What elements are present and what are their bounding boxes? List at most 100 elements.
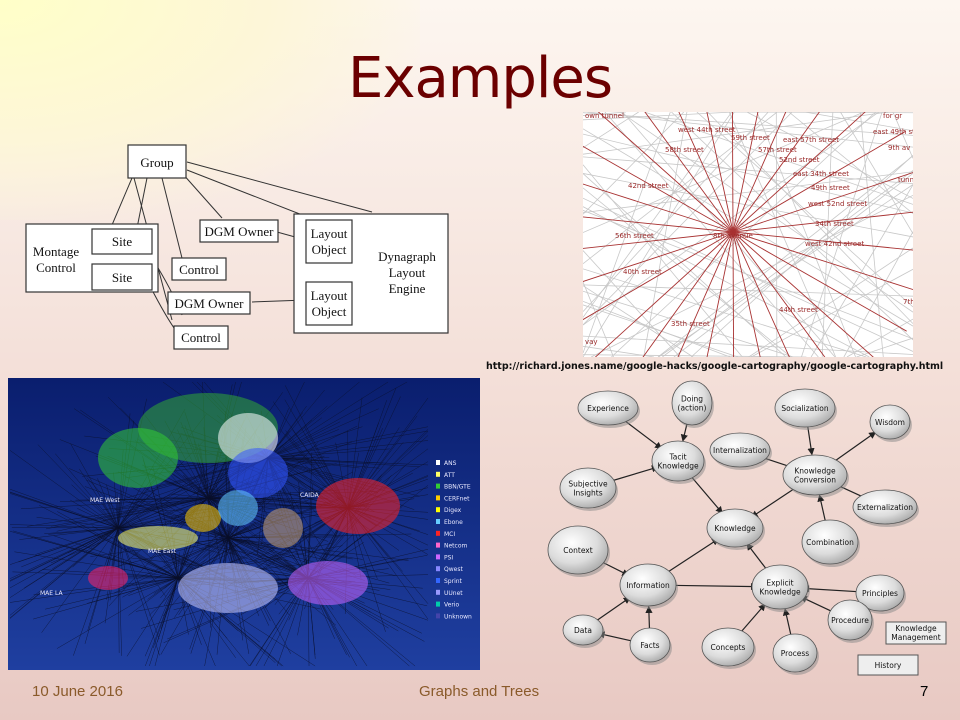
net-edge [200, 490, 309, 579]
net-edge [9, 577, 179, 603]
street-line-grey [583, 112, 671, 354]
street-line-grey [859, 112, 884, 357]
street-line-red [583, 183, 734, 233]
net-edge [117, 522, 190, 529]
dgm-layout-node-1 [305, 219, 353, 264]
km-button[interactable] [885, 621, 947, 645]
street-label: west 44th street [678, 126, 736, 134]
street-label: 44th street [779, 306, 818, 314]
net-edge [71, 484, 119, 529]
net-edge [45, 497, 209, 530]
street-line-grey [746, 112, 913, 199]
net-edge [86, 477, 179, 579]
street-line-red [732, 112, 820, 233]
street-line-grey [590, 194, 913, 357]
km-node-concepts [701, 627, 755, 667]
net-edge [39, 505, 179, 579]
net-edge [227, 537, 337, 626]
km-node-label: Internalization [713, 446, 767, 455]
legend-item: Verio [444, 602, 459, 609]
net-cluster [178, 563, 278, 613]
street-line-grey [583, 171, 913, 214]
street-label: 8th avenue [713, 232, 753, 240]
street-label: tunn [898, 176, 913, 184]
km-node-label: Knowledge [759, 588, 801, 597]
net-edge [144, 577, 179, 657]
net-edge [35, 527, 119, 555]
street-label: 49th street [811, 184, 850, 192]
street-line-grey [748, 247, 913, 357]
legend-swatch [436, 519, 440, 524]
net-edge [177, 531, 221, 579]
km-edge [690, 475, 723, 514]
history-button[interactable] [857, 654, 919, 676]
legend-swatch [436, 495, 440, 501]
dgm-engine-label-1: Dynagraph [378, 249, 436, 264]
legend-swatch [436, 530, 440, 536]
street-line-red [732, 231, 913, 291]
street-label: 35th street [671, 320, 710, 328]
street-line-red [706, 112, 734, 233]
street-line-grey [728, 112, 837, 357]
km-node-label: Principles [862, 589, 898, 598]
km-node-facts [629, 627, 671, 663]
street-line-grey [583, 354, 807, 357]
km-node-explicit [751, 564, 809, 610]
dgm-layout-label-2b: Object [312, 304, 347, 319]
km-node-label: Knowledge [657, 462, 699, 471]
km-node-label: Context [563, 546, 592, 555]
km-edge [801, 585, 863, 593]
legend-item: CERFnet [444, 495, 470, 502]
net-edge [11, 527, 119, 529]
legend-item: Digex [444, 507, 462, 514]
net-edge [227, 533, 412, 539]
street-line-grey [583, 112, 733, 318]
net-cluster [98, 428, 178, 488]
net-edge [267, 408, 379, 459]
km-node-label: Concepts [711, 643, 746, 652]
legend-item: Sprint [444, 578, 463, 585]
net-edge [52, 527, 119, 570]
km-node-label: Procedure [831, 616, 869, 625]
street-line-red [732, 231, 874, 357]
km-node-label: Tacit [668, 453, 686, 462]
source-url: http://richard.jones.name/google-hacks/g… [486, 361, 944, 372]
street-line-red [583, 231, 734, 321]
net-edge [267, 440, 429, 459]
net-edge [267, 381, 389, 459]
street-line-grey [583, 112, 685, 215]
net-edge [9, 527, 119, 618]
km-node-label: Conversion [794, 476, 836, 485]
street-label: east 34th street [793, 170, 849, 178]
net-edge [33, 577, 179, 620]
km-node-externalization [852, 489, 918, 525]
km-edge [665, 538, 720, 574]
net-edge [298, 482, 309, 579]
street-line-grey [583, 112, 865, 233]
street-line-grey [775, 112, 778, 357]
legend-item: Netcom [444, 543, 468, 550]
net-edge [117, 500, 120, 529]
km-button-label-1: Knowledge [895, 624, 937, 633]
net-cluster [288, 561, 368, 605]
net-edge [160, 577, 179, 629]
net-edge [126, 577, 179, 657]
street-label: east 57th street [783, 136, 839, 144]
net-edge [9, 527, 119, 581]
street-label: for gr [883, 112, 902, 120]
km-edge [830, 431, 877, 464]
street-line-grey [611, 112, 876, 357]
street-line-red [583, 216, 734, 233]
history-button-label: History [875, 661, 902, 670]
legend-swatch [436, 507, 440, 513]
net-edge [36, 516, 119, 529]
street-line-red [594, 231, 734, 357]
page-number: 7 [920, 683, 929, 700]
km-edge [807, 426, 815, 456]
dgm-owner-label-2: DGM Owner [175, 296, 245, 311]
km-node-label: Experience [587, 404, 629, 413]
street-label: own tunnel [585, 112, 624, 120]
dgm-diagram: Group Montage Control Site Site Control … [25, 144, 449, 350]
street-line-grey [583, 112, 889, 155]
net-edge [160, 577, 179, 599]
